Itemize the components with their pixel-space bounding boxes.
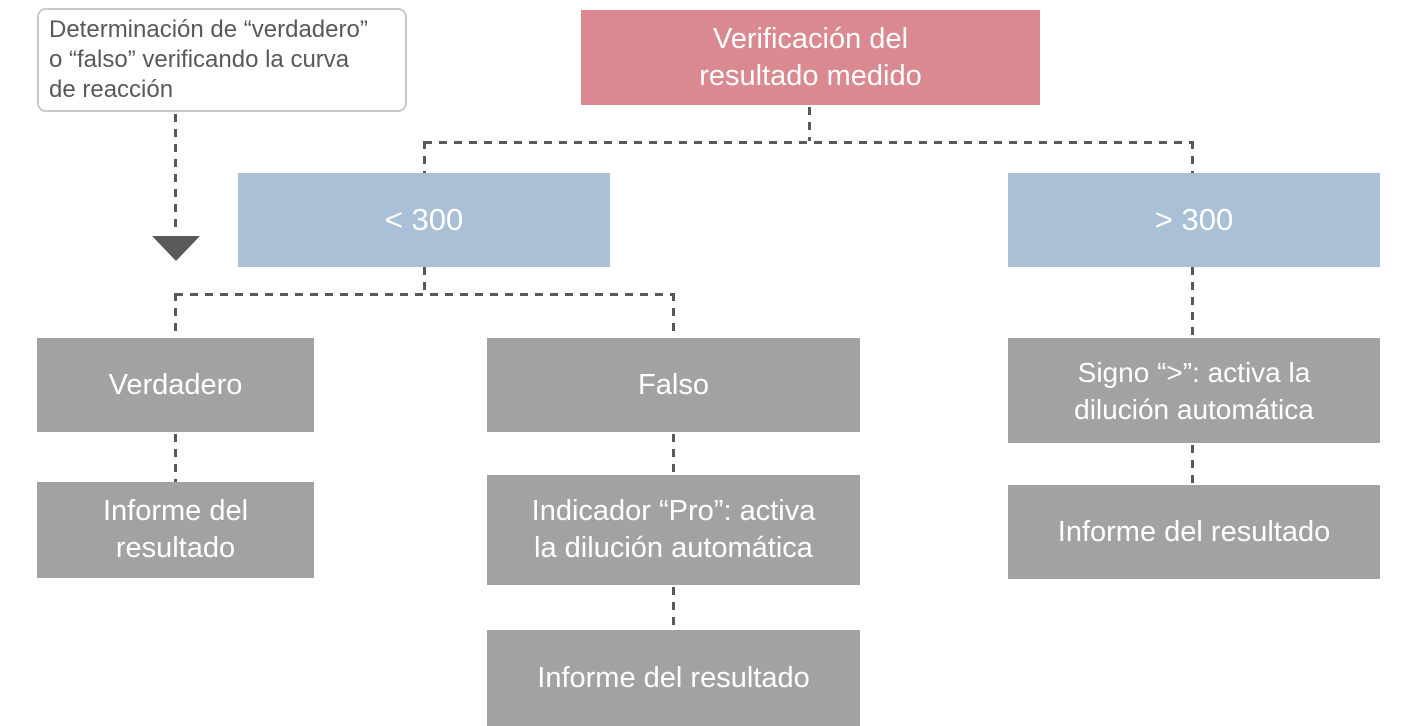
verdadero-text: Verdadero: [108, 368, 243, 401]
connector-to-gt300: [1191, 141, 1194, 173]
note-box: Determinación de “verdadero” o “falso” v…: [37, 8, 407, 112]
connector-signo-to-informe: [1191, 445, 1194, 485]
connector-falso-to-indicador: [672, 434, 675, 475]
informe-left-box: Informe del resultado: [37, 482, 314, 578]
connector-note-down: [174, 114, 177, 234]
signo-text: Signo “>”: activa la dilución automática: [1074, 356, 1314, 425]
informe-bottom-text: Informe del resultado: [537, 661, 810, 694]
connector-root-down: [808, 107, 811, 141]
connector-split-horizontal: [175, 293, 675, 296]
connector-lt300-down: [423, 267, 426, 293]
connector-branch-horizontal: [424, 141, 1194, 144]
informe-left-text: Informe del resultado: [102, 495, 249, 564]
arrow-down-icon: [152, 236, 200, 261]
indicador-text: Indicador “Pro”: activa la dilución auto…: [531, 495, 816, 564]
informe-right-box: Informe del resultado: [1008, 485, 1380, 579]
connector-verdadero-to-informe: [174, 434, 177, 482]
verification-root-box: Verificación del resultado medido: [581, 10, 1040, 105]
connector-indicador-to-informe: [672, 587, 675, 630]
gt300-text: > 300: [1154, 202, 1234, 237]
connector-gt300-to-signo: [1191, 267, 1194, 338]
connector-to-lt300: [423, 141, 426, 173]
lt300-text: < 300: [384, 202, 464, 237]
verification-root-text: Verificación del resultado medido: [699, 22, 922, 92]
verdadero-box: Verdadero: [37, 338, 314, 432]
informe-bottom-box: Informe del resultado: [487, 630, 860, 726]
falso-box: Falso: [487, 338, 860, 432]
connector-to-verdadero: [174, 293, 177, 338]
lt300-box: < 300: [238, 173, 610, 267]
indicador-box: Indicador “Pro”: activa la dilución auto…: [487, 475, 860, 585]
signo-box: Signo “>”: activa la dilución automática: [1008, 338, 1380, 443]
note-text: Determinación de “verdadero” o “falso” v…: [49, 16, 368, 103]
informe-right-text: Informe del resultado: [1057, 515, 1331, 548]
connector-to-falso: [672, 293, 675, 338]
falso-text: Falso: [638, 368, 709, 401]
gt300-box: > 300: [1008, 173, 1380, 267]
